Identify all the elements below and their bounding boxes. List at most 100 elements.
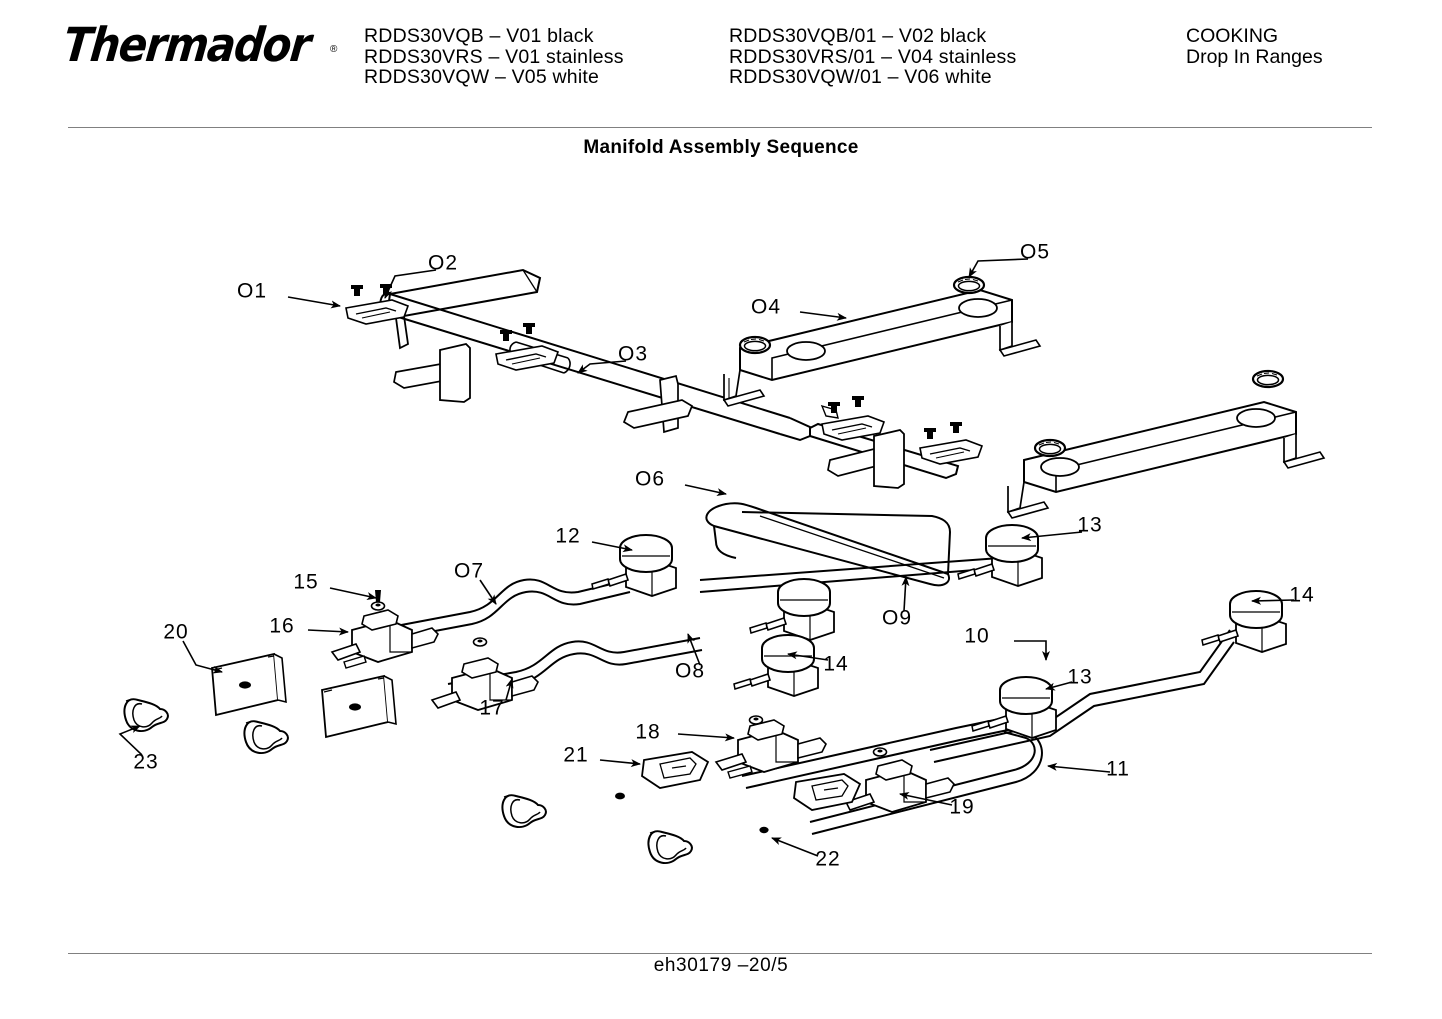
part-02-screw <box>351 285 363 296</box>
callout-number: O5 <box>1020 241 1050 264</box>
callout-leader-line <box>118 725 143 756</box>
callout-20: 20 <box>163 621 223 674</box>
callout-number: 12 <box>555 525 580 548</box>
part-22-screw <box>472 637 488 647</box>
callout-number: 15 <box>293 571 318 594</box>
callout-10: 10 <box>964 625 1050 661</box>
part-05-burner-seal-ring <box>1033 438 1067 458</box>
callout-leader-line <box>901 576 910 612</box>
callout-21: 21 <box>563 744 641 768</box>
part-23-control-knob <box>501 794 547 829</box>
category-line: Drop In Ranges <box>1186 45 1323 68</box>
callout-number: 16 <box>269 615 294 638</box>
part-21-igniter-switch <box>641 751 710 789</box>
callout-03: O3 <box>577 343 648 374</box>
callout-number: O6 <box>635 468 665 491</box>
part-15-retaining-nut <box>370 590 386 611</box>
callout-number: 17 <box>479 697 504 720</box>
thermador-logo: Thermador <box>60 17 313 73</box>
callout-number: 14 <box>1289 584 1314 607</box>
callout-number: 14 <box>823 653 848 676</box>
part-02-screw <box>500 330 512 341</box>
callout-13: 13 <box>1021 514 1102 542</box>
part-22-screw <box>748 715 764 725</box>
part-21-igniter-switch <box>793 773 862 811</box>
part-14-gas-valve <box>749 578 835 641</box>
part-05-burner-seal-ring <box>738 335 772 355</box>
part-22-screw <box>615 792 625 800</box>
part-07-gas-tube <box>395 578 631 639</box>
callout-leader-line <box>577 360 627 374</box>
part-13-gas-valve <box>957 524 1043 587</box>
part-02-screw <box>852 396 864 407</box>
part-20-mounting-plate <box>321 675 397 738</box>
callout-leader-line <box>1045 681 1073 691</box>
callout-18: 18 <box>635 721 735 744</box>
part-23-control-knob <box>243 720 289 755</box>
registered-trademark-icon: ® <box>330 44 338 55</box>
callout-14b: 14 <box>1251 584 1314 607</box>
model-list-right: RDDS30VQB/01 – V02 black RDDS30VRS/01 – … <box>729 26 1016 88</box>
callout-09: O9 <box>882 576 911 630</box>
callout-number: O3 <box>618 343 648 366</box>
header-divider <box>68 127 1372 128</box>
callout-17: 17 <box>479 678 514 720</box>
part-04-burner-bracket <box>722 288 1042 407</box>
callout-leader-line <box>1014 640 1050 661</box>
callout-leader-line <box>684 484 727 496</box>
part-01-mounting-clip <box>919 439 983 465</box>
callout-leader-line <box>899 791 953 806</box>
callout-number: 19 <box>949 796 974 819</box>
model-line: RDDS30VRS – V01 stainless <box>364 45 624 68</box>
callout-number: 18 <box>635 721 660 744</box>
model-line: RDDS30VQW – V05 white <box>364 66 600 88</box>
callout-number: 13 <box>1067 666 1092 689</box>
callout-leader-line <box>787 651 829 661</box>
callout-number: O7 <box>454 560 484 583</box>
callout-leader-line <box>384 269 437 299</box>
callout-leader-line <box>677 733 735 742</box>
part-02-screw <box>950 422 962 433</box>
callout-number: 23 <box>133 751 158 774</box>
callout-number: 22 <box>815 848 840 871</box>
callout-12: 12 <box>555 525 633 553</box>
callout-16: 16 <box>269 615 349 638</box>
callout-leader-line <box>687 633 701 666</box>
callout-15: 15 <box>293 571 377 600</box>
callout-number: 11 <box>1106 758 1130 781</box>
callout-number: O4 <box>751 296 781 319</box>
callout-05: O5 <box>968 241 1050 278</box>
callout-04: O4 <box>751 296 847 321</box>
callout-06: O6 <box>635 468 727 496</box>
part-14-gas-valve <box>733 634 819 697</box>
part-10-gas-tube <box>929 629 1235 763</box>
callout-number: O2 <box>428 252 458 275</box>
page-header: Thermador ® RDDS30VQB – V01 black RDDS30… <box>0 0 1442 110</box>
callout-number: 21 <box>563 744 588 767</box>
part-22-screw <box>872 747 888 757</box>
model-line: RDDS30VQW/01 – V06 white <box>729 66 992 88</box>
part-18-valve-body <box>714 719 827 779</box>
callout-07: O7 <box>454 560 497 605</box>
footer-divider <box>68 953 1372 954</box>
callout-number: O1 <box>237 280 267 303</box>
model-line: RDDS30VQB/01 – V02 black <box>729 25 987 47</box>
callout-13b: 13 <box>1045 666 1092 691</box>
category-block: COOKING Drop In Ranges <box>1186 26 1323 67</box>
callout-leader-line <box>505 678 514 701</box>
callout-number: O8 <box>675 660 705 683</box>
part-02-screw <box>924 428 936 439</box>
callout-leader-line <box>329 587 377 600</box>
callout-19: 19 <box>899 791 974 819</box>
part-20-mounting-plate <box>211 653 287 716</box>
part-02-screw <box>523 323 535 334</box>
callout-leader-line <box>771 837 819 857</box>
callout-leader-line <box>799 311 847 321</box>
callout-leader-line <box>287 296 341 309</box>
callout-leader-line <box>479 579 497 605</box>
part-16-valve-body <box>330 609 439 669</box>
